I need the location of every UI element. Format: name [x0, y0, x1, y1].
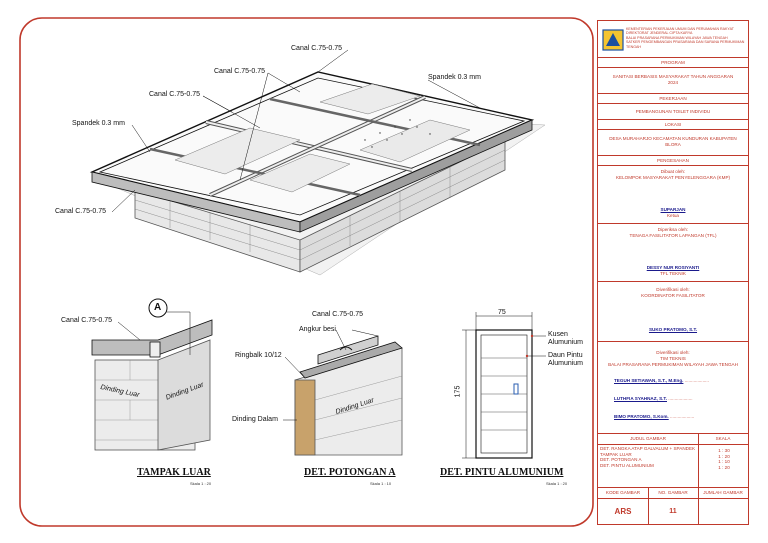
jumlah-header: JUMLAH GAMBAR: [698, 488, 748, 499]
label-kusen: Kusen Alumunium: [548, 331, 584, 346]
label-canal-bottom: Canal C.75-0.75: [55, 208, 106, 215]
ministry-line-2: DIREKTORAT JENDERAL CIPTA KARYA: [626, 31, 693, 36]
pengesahan-header: PENGESAHAN: [598, 155, 748, 165]
label-ringbalk: Ringbalk 10/12: [235, 352, 282, 359]
label-canal-left: Canal C.75-0.75: [149, 91, 200, 98]
kode-value: ARS: [598, 498, 649, 525]
judul-list: DET. RANGKA ATAP GALVALUM + SPANDEK TAMP…: [600, 446, 696, 468]
title-potongan-a: DET. POTONGAN A: [304, 467, 396, 478]
program-value: SANITASI BERBASIS MASYARAKAT TAHUN ANGGA…: [598, 67, 748, 93]
title-tampak-luar: TAMPAK LUAR: [137, 467, 211, 478]
ministry-logo-icon: [602, 29, 624, 51]
scale-potongan-a: Skala 1 : 10: [370, 481, 392, 486]
roof-iso-view: [89, 49, 546, 276]
label-canal-top: Canal C.75-0.75: [291, 45, 342, 52]
judul-header: JUDUL GAMBAR: [598, 434, 699, 445]
title-pintu: DET. PINTU ALUMUNIUM: [440, 467, 564, 478]
label-dinding-dalam: Dinding Dalam: [232, 416, 278, 423]
judul-item: DET. RANGKA ATAP GALVALUM + SPANDEK: [600, 446, 696, 451]
pekerjaan-header: PEKERJAAN: [598, 93, 748, 103]
scale-pintu: Skala 1 : 20: [546, 481, 568, 486]
dibuat-label: Dibuat oleh:: [660, 169, 686, 174]
judul-item: DET. PINTU ALUMUNIUM: [600, 462, 654, 468]
korfas-label: KOORDINATOR FASILITATOR: [641, 293, 705, 298]
tfl-label: TENAGA FASILITATOR LAPANGAN (TFL): [629, 233, 717, 238]
member-3: BIMO PRATOMO, S.Kom. ...................: [614, 414, 695, 419]
korfas-name: SUKO PRATOMO, S.T.: [648, 327, 698, 332]
skala-list: 1 : 30 1 : 20 1 : 10 1 : 20: [698, 444, 749, 492]
ministry-text: KEMENTERIAN PEKERJAAN UMUM DAN PERUMAHAN…: [626, 27, 746, 49]
drawing-frame: [19, 17, 594, 527]
ketua-role: Ketua: [666, 213, 679, 218]
tfl-role: TFL TEKNIK: [660, 271, 686, 276]
no-value: 11: [648, 498, 699, 525]
skala-header: SKALA: [698, 434, 748, 445]
ministry-line-4: SATKER PENGEMBANGAN PRASARANA DAN SARANA…: [626, 40, 745, 49]
label-spandek-left: Spandek 0.3 mm: [72, 120, 125, 127]
judul-item: DET. POTONGAN A: [600, 457, 642, 462]
tfl-name: DESSY NUR ROSIYANTI: [646, 265, 700, 270]
kode-block: KODE GAMBAR NO. GAMBAR JUMLAH GAMBAR ARS…: [598, 487, 748, 525]
program-header: PROGRAM: [598, 57, 748, 67]
label-daun: Daun Pintu Alumunium: [548, 352, 584, 367]
lokasi-header: LOKASI: [598, 119, 748, 129]
tim-teknis-block: Diverifikasi oleh: TIM TEKNIS BALAI PRAS…: [598, 341, 748, 433]
label-canal-mid: Canal C.75-0.75: [214, 68, 265, 75]
balai-label: BALAI PRASARANA PERMUKIMAN WILAYAH JAWA …: [608, 362, 738, 367]
ketua-name: SUPARJAN: [660, 207, 686, 212]
lokasi-value: DESA MURAHARJO KECAMATAN KUNDURAN KABUPA…: [598, 129, 748, 155]
tim-teknis-label: TIM TEKNIS: [660, 356, 686, 361]
potongan-a-view: [283, 329, 403, 456]
judul-block: JUDUL GAMBAR SKALA DET. RANGKA ATAP GALV…: [598, 433, 748, 492]
tfl-block: Diperiksa oleh: TENAGA FASILITATOR LAPAN…: [598, 223, 748, 281]
label-pintu-75: 75: [498, 309, 506, 316]
member-2: LUTHFIA SYAHNAZ, S.T. ..................…: [614, 396, 693, 401]
ministry-header: KEMENTERIAN PEKERJAAN UMUM DAN PERUMAHAN…: [598, 21, 748, 57]
label-pot-canal: Canal C.75-0.75: [312, 311, 363, 318]
title-block: KEMENTERIAN PEKERJAAN UMUM DAN PERUMAHAN…: [597, 20, 749, 525]
tampak-luar-view: [91, 298, 213, 451]
diverifikasi-label: Diverifikasi oleh:: [656, 287, 690, 292]
kmp-label: KELOMPOK MASYARAKAT PENYELENGGARA (KMP): [615, 175, 731, 180]
skala-item: 1 : 20: [718, 453, 730, 459]
kode-header: KODE GAMBAR: [598, 488, 649, 499]
ministry-line-1: KEMENTERIAN PEKERJAAN UMUM DAN PERUMAHAN…: [626, 27, 734, 31]
kmp-block: Dibuat oleh: KELOMPOK MASYARAKAT PENYELE…: [598, 165, 748, 223]
label-pintu-175: 175: [454, 385, 462, 398]
skala-item: 1 : 30: [718, 448, 730, 453]
scale-tampak-luar: Skala 1 : 20: [190, 481, 212, 486]
pintu-view: [462, 312, 546, 459]
skala-item: 1 : 20: [718, 464, 730, 470]
korfas-block: Diverifikasi oleh: KOORDINATOR FASILITAT…: [598, 281, 748, 341]
diperiksa-label: Diperiksa oleh:: [657, 227, 689, 232]
no-header: NO. GAMBAR: [648, 488, 699, 499]
label-spandek-right: Spandek 0.3 mm: [428, 74, 481, 81]
label-angkur: Angkur besi: [299, 326, 336, 333]
ministry-line-3: BALAI PRASARANA PERMUKIMAN WILAYAH JAWA …: [626, 35, 728, 40]
label-tampak-canal: Canal C.75-0.75: [61, 317, 112, 324]
pekerjaan-value: PEMBANGUNAN TOILET INDIVIDU: [598, 103, 748, 119]
disetujui-label: Diverifikasi oleh:: [656, 350, 690, 355]
judul-item: TAMPAK LUAR: [600, 451, 632, 457]
callout-a: A: [154, 302, 162, 313]
member-1: TEGUH SETIAWAN, S.T., M.Eng. ...........…: [614, 378, 709, 383]
skala-item: 1 : 10: [718, 459, 730, 464]
